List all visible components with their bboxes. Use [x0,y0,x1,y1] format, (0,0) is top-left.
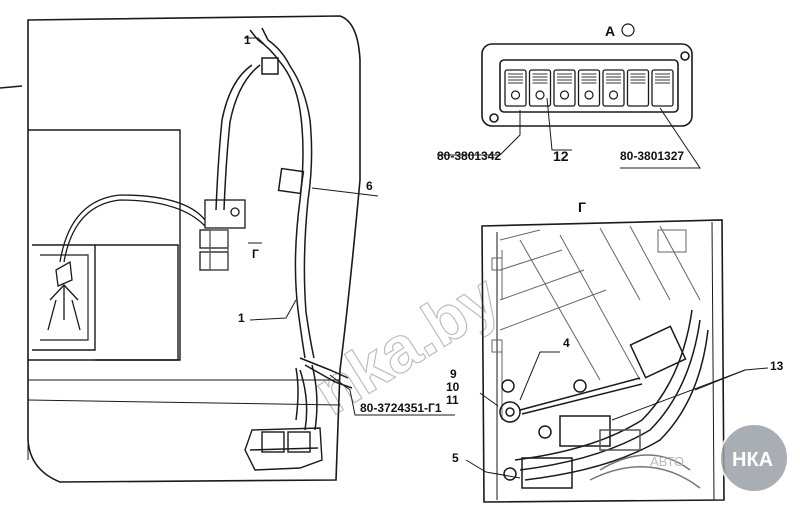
detail-hatching [491,225,701,420]
callout-6: 6 [366,179,373,193]
logo-prefix: АВТО [650,454,684,469]
site-logo: АВТО НКА [650,423,789,493]
wiper-icon [510,90,521,100]
view-a-label: А [605,23,615,39]
left-connector-bundle [47,194,206,331]
leader-lines-left [244,37,455,416]
switch-row [504,69,674,107]
view-g-marker: Г [252,247,259,261]
logo-text: НКА [732,449,773,471]
view-g-label: Г [578,199,586,215]
detail-frame [481,219,725,503]
rocker-switch [651,69,674,107]
part-number-harness: 80-3724351-Г1 [360,401,442,415]
main-wire-harness [215,27,353,431]
part-number-panel-left: 80-3801342 [437,149,501,163]
mount-bracket [199,199,246,271]
leader-lines-detail [465,351,769,479]
dashboard-panel [27,129,341,406]
harness-connector-block [244,427,323,471]
callout-11: 11 [446,393,459,407]
callout-10: 10 [446,380,460,394]
cab-wall-outline [0,15,361,483]
detail-connectors [499,309,709,489]
switch-panel [481,23,693,127]
rocker-switch [528,69,552,107]
callout-1: 1 [238,311,245,325]
part-number-panel-right: 80-3801327 [620,149,684,163]
callout-13: 13 [770,359,784,373]
rocker-switch [504,69,527,107]
callout-5: 5 [452,451,459,465]
callout-1-top: 1 [244,33,251,47]
rocker-switch [577,69,601,107]
fan-icon [535,90,545,100]
callout-12: 12 [553,148,569,164]
rocker-switch [626,69,650,107]
callout-9: 9 [450,367,457,381]
work-light-icon [559,90,570,100]
rocker-switch [602,69,625,107]
rocker-switch [553,69,576,107]
beacon-icon [608,90,619,100]
leader-lines-panel [437,97,701,169]
callout-4: 4 [563,336,570,350]
horn-icon [584,90,594,100]
